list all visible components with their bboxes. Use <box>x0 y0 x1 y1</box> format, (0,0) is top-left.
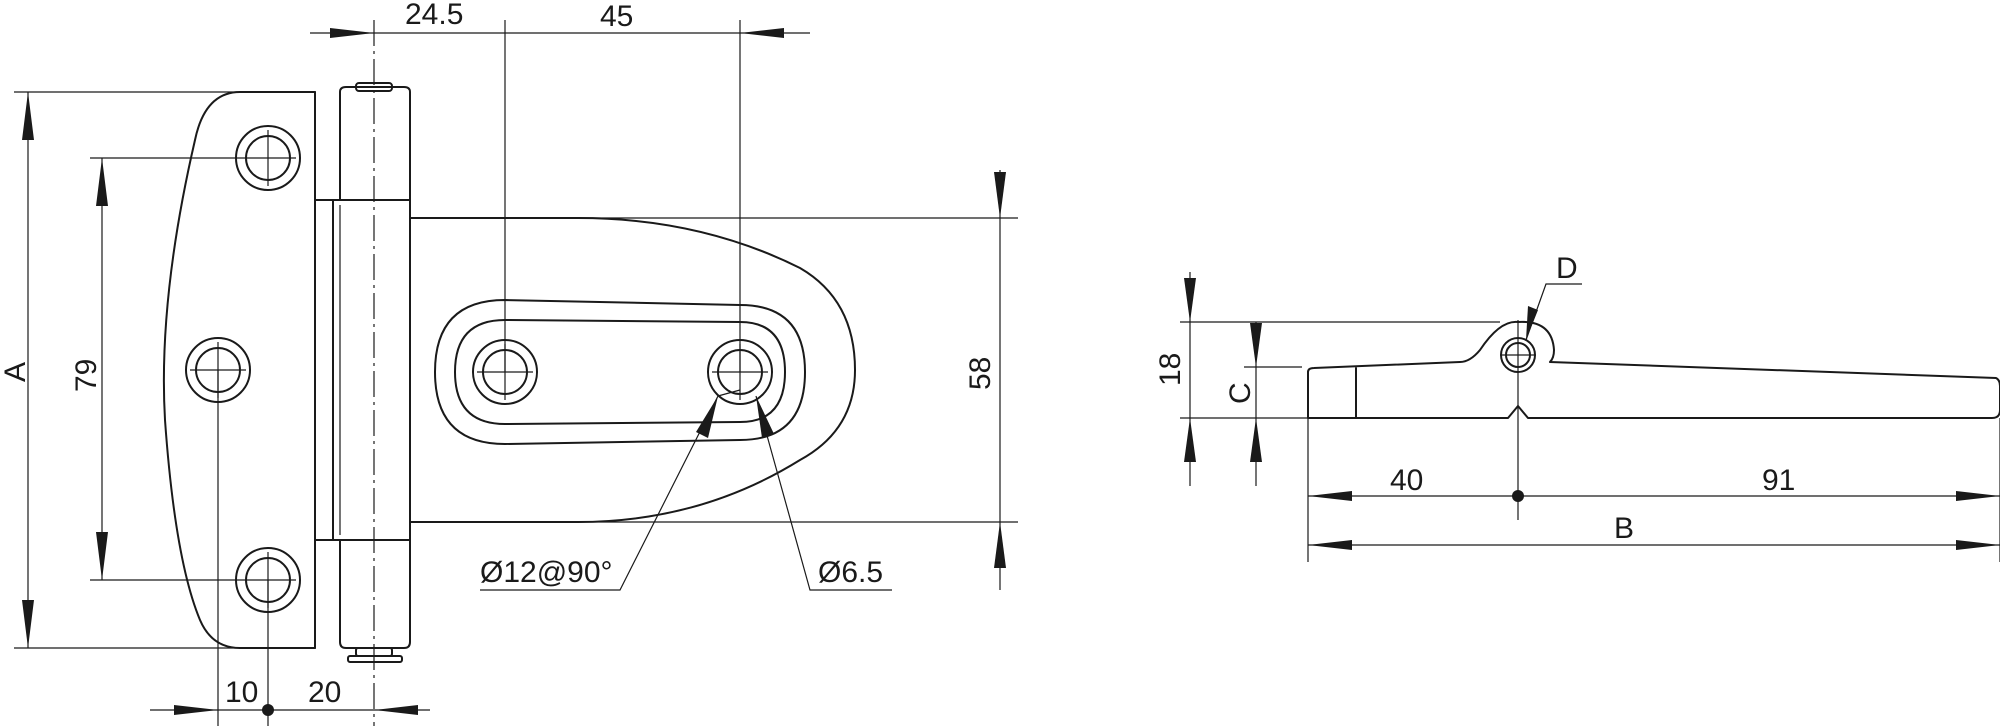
dimension-18 <box>1180 272 1500 486</box>
left-leaf-outline <box>162 91 316 649</box>
hinge-side-view: 18 C D 40 91 <box>1154 252 2000 562</box>
dimension-label-79: 79 <box>70 359 103 392</box>
dimension-40-91 <box>1307 418 2000 562</box>
dimension-label-24-5: 24.5 <box>405 0 463 31</box>
leader-hole-diameter <box>755 395 892 591</box>
dimension-a <box>14 91 240 649</box>
leader-pin <box>1525 283 1582 341</box>
mounting-hole-top <box>235 125 301 191</box>
dimension-c <box>1244 322 1302 486</box>
dimension-label-45: 45 <box>600 0 633 33</box>
callout-pin: D <box>1556 252 1578 285</box>
mounting-holes <box>185 125 773 613</box>
dimension-top <box>310 20 810 372</box>
dimension-label-91: 91 <box>1762 464 1795 497</box>
dimension-bottom <box>150 370 430 726</box>
dimension-label-10: 10 <box>225 676 258 709</box>
hinge-front-view: 24.5 45 A 79 58 <box>0 0 1018 726</box>
dimension-58 <box>578 170 1018 590</box>
dimension-79 <box>90 157 240 581</box>
callout-hole-diameter: Ø6.5 <box>818 556 883 589</box>
dimension-label-18: 18 <box>1154 353 1187 386</box>
dimension-b <box>1308 540 2000 550</box>
dimension-label-a: A <box>0 362 32 382</box>
leader-slot-hole <box>480 389 741 591</box>
dimension-label-b: B <box>1614 512 1634 545</box>
dimension-label-20: 20 <box>308 676 341 709</box>
side-profile-outline <box>1307 320 2000 419</box>
slot <box>434 299 806 445</box>
dimension-label-58: 58 <box>964 357 997 390</box>
dimension-label-40: 40 <box>1390 464 1423 497</box>
hinge-knuckles <box>314 82 411 663</box>
dimension-label-c: C <box>1224 382 1257 404</box>
callout-slot-hole: Ø12@90° <box>480 556 613 589</box>
right-leaf-outline <box>409 217 856 523</box>
